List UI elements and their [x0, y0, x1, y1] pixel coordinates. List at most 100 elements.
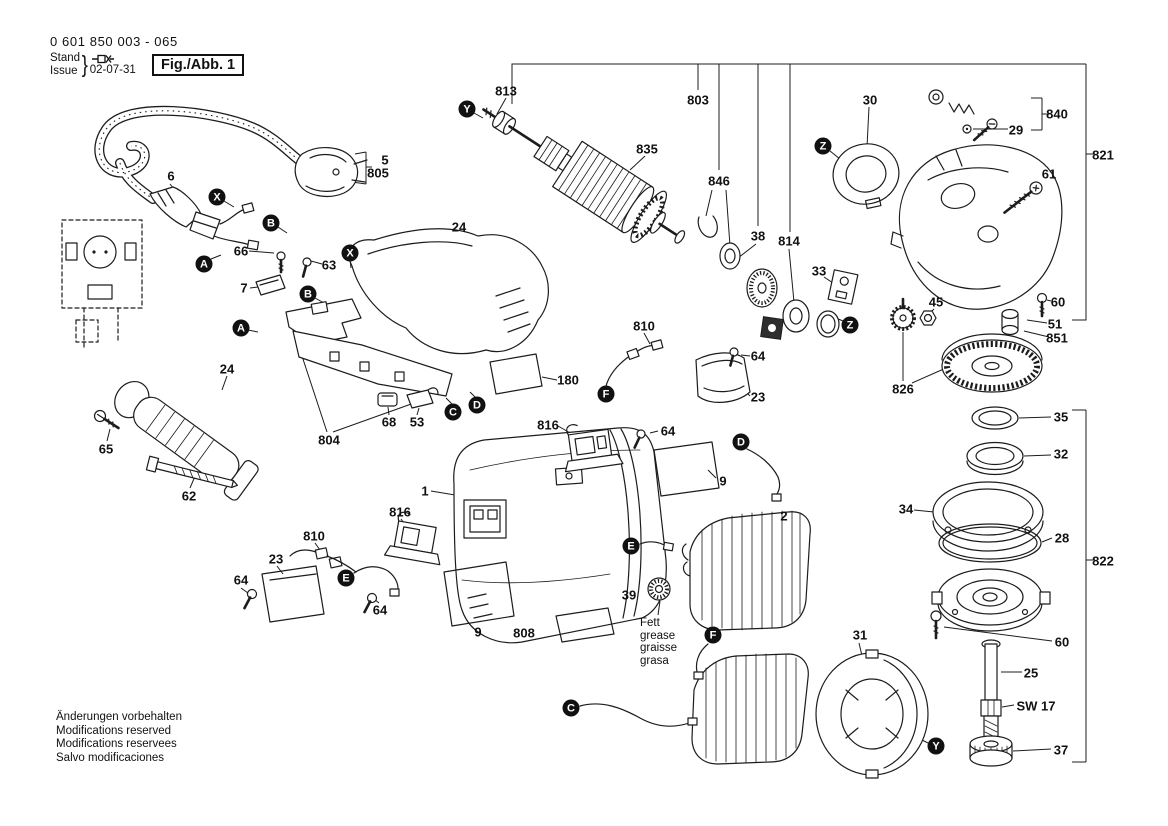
connection-marker-e-13: E — [337, 569, 355, 587]
part-callout-822: 822 — [1092, 553, 1114, 569]
crown-gear — [941, 333, 1043, 393]
handle-cover-top — [348, 228, 549, 355]
connection-marker-x-5: X — [341, 244, 359, 262]
switch-assembly — [255, 251, 477, 409]
part-callout-840: 840 — [1046, 106, 1068, 122]
connection-marker-d-10: D — [732, 433, 750, 451]
part-callout-38: 38 — [750, 228, 766, 244]
part-callout-64: 64 — [750, 348, 766, 364]
wiring-schematic — [61, 219, 143, 349]
handle-screw-65 — [93, 409, 120, 430]
part-callout-5: 5 — [381, 152, 389, 168]
part-callout-816: 816 — [537, 417, 559, 433]
power-cord — [94, 105, 338, 251]
connection-marker-c-16: C — [562, 699, 580, 717]
part-callout-7: 7 — [240, 280, 248, 296]
connection-marker-f-15: F — [704, 626, 722, 644]
connection-marker-z-8: Z — [841, 316, 859, 334]
part-callout-sw-17: SW 17 — [1016, 698, 1056, 714]
part-callout-68: 68 — [381, 414, 397, 430]
part-callout-810: 810 — [303, 528, 325, 544]
part-callout-835: 835 — [636, 141, 658, 157]
armature-assembly — [482, 107, 686, 244]
issue-label: Issue — [50, 64, 78, 77]
part-callout-804: 804 — [318, 432, 340, 448]
part-callout-32: 32 — [1053, 446, 1069, 462]
connection-marker-d-12: D — [468, 396, 486, 414]
part-callout-810: 810 — [633, 318, 655, 334]
field-stator-upper — [681, 510, 811, 631]
part-callout-63: 63 — [321, 257, 337, 273]
part-callout-51: 51 — [1047, 316, 1063, 332]
gasket-plate-right — [639, 441, 782, 552]
part-callout-23: 23 — [750, 389, 766, 405]
part-callout-816: 816 — [389, 504, 411, 520]
part-callout-814: 814 — [778, 233, 800, 249]
connection-marker-e-14: E — [622, 537, 640, 555]
connection-marker-b-3: B — [262, 214, 280, 232]
cable-cut-icon — [91, 54, 114, 63]
part-callout-846: 846 — [708, 173, 730, 189]
connection-marker-a-4: A — [195, 255, 213, 273]
bearing-cover — [815, 649, 929, 779]
footer-line-0: Änderungen vorbehalten — [56, 711, 182, 723]
part-callout-61: 61 — [1041, 166, 1057, 182]
footer-line-2: Modifications reservees — [56, 738, 177, 750]
part-callout-24: 24 — [219, 361, 235, 377]
part-callout-821: 821 — [1092, 147, 1114, 163]
bearing-and-rings — [697, 215, 859, 340]
part-callout-23: 23 — [268, 551, 284, 567]
part-callout-65: 65 — [98, 441, 114, 457]
footer-line-3: Salvo modificaciones — [56, 751, 165, 764]
part-callout-805: 805 — [367, 165, 389, 181]
stand-issue-block: Stand Issue } 02-07-31 — [50, 51, 178, 78]
part-callout-30: 30 — [862, 92, 878, 108]
part-callout-35: 35 — [1053, 409, 1069, 425]
brush-holder-top — [564, 424, 624, 473]
part-callout-64: 64 — [233, 572, 249, 588]
brush-wire-bottom — [579, 643, 709, 727]
assembly-brackets — [351, 63, 1094, 763]
part-callout-45: 45 — [928, 294, 944, 310]
part-callout-24: 24 — [451, 219, 467, 235]
brace-glyph: } — [81, 51, 88, 77]
part-callout-53: 53 — [409, 414, 425, 430]
part-callout-60: 60 — [1054, 634, 1070, 650]
part-callout-808: 808 — [513, 625, 535, 641]
part-callout-851: 851 — [1046, 330, 1068, 346]
part-callout-34: 34 — [898, 501, 914, 517]
brush-wire-left — [243, 547, 400, 623]
part-callout-64: 64 — [372, 602, 388, 618]
part-callout-31: 31 — [852, 627, 868, 643]
part-callout-28: 28 — [1054, 530, 1070, 546]
part-callout-9: 9 — [719, 473, 727, 489]
part-callout-803: 803 — [687, 92, 709, 108]
insulation-plates — [443, 353, 615, 643]
part-callout-29: 29 — [1008, 122, 1024, 138]
part-callout-6: 6 — [167, 168, 175, 184]
part-callout-66: 66 — [233, 243, 249, 259]
connection-marker-x-2: X — [208, 188, 226, 206]
part-callout-180: 180 — [557, 372, 579, 388]
part-callout-813: 813 — [495, 83, 517, 99]
gear-housing — [832, 89, 1063, 336]
figure-label: Fig./Abb. 1 — [152, 54, 245, 76]
connection-marker-c-11: C — [444, 403, 462, 421]
connection-marker-f-9: F — [597, 385, 615, 403]
part-callout-64: 64 — [660, 423, 676, 439]
part-callout-60: 60 — [1050, 294, 1066, 310]
part-callout-25: 25 — [1023, 665, 1039, 681]
part-callout-39: 39 — [621, 587, 637, 603]
stand-label: Stand — [50, 51, 81, 64]
spindle-bearing-stack — [930, 406, 1051, 767]
issue-date: 02-07-31 — [89, 63, 136, 76]
connection-marker-b-6: B — [299, 285, 317, 303]
auxiliary-handle — [114, 380, 259, 501]
grease-note-line-0: Fett — [640, 617, 660, 629]
motor-housing — [453, 427, 671, 644]
document-header: 0 601 850 003 - 065 Stand Issue } 02-07-… — [50, 34, 178, 78]
